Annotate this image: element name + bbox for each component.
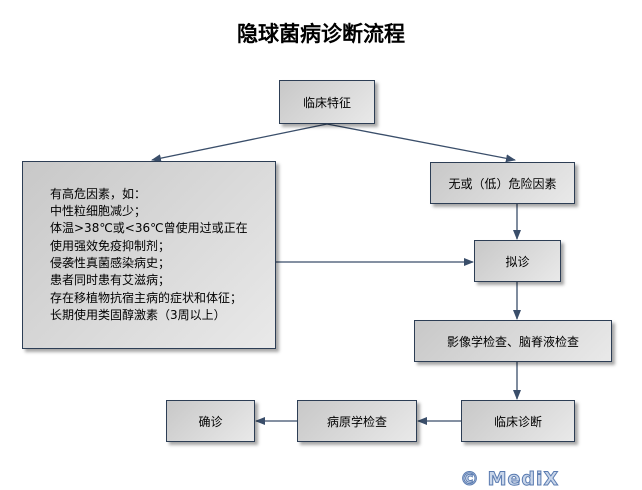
node-confirmed: 确诊 [166, 400, 255, 442]
node-suspected: 拟诊 [474, 240, 561, 282]
high-risk-line: 中性粒细胞减少； [50, 204, 147, 219]
diagram-title: 隐球菌病诊断流程 [237, 21, 405, 46]
node-label: 拟诊 [505, 254, 530, 269]
node-pathogen-exam: 病原学检查 [297, 400, 417, 442]
high-risk-line: 使用强效免疫抑制剂； [50, 238, 171, 253]
node-label: 病原学检查 [326, 414, 387, 429]
node-label: 无或（低）危险因素 [448, 176, 557, 191]
high-risk-line: 长期使用类固醇激素（3周以上） [50, 307, 226, 322]
node-imaging-csf: 影像学检查、脑脊液检查 [414, 320, 612, 362]
arrow-features-to-highrisk [151, 123, 328, 163]
high-risk-line: 存在移植物抗宿主病的症状和体征； [50, 290, 243, 305]
high-risk-line: 患者同时患有艾滋病； [50, 273, 171, 288]
high-risk-line: 侵袭性真菌感染病史； [50, 256, 171, 270]
arrow-features-to-lowrisk [326, 123, 516, 163]
node-high-risk-factors: 有高危因素，如： 中性粒细胞减少； 体温>38℃或<36℃曾使用过或正在 使用强… [22, 161, 276, 349]
high-risk-line: 有高危因素，如： [50, 186, 147, 201]
node-low-risk: 无或（低）危险因素 [430, 162, 575, 204]
node-label: 临床特征 [302, 95, 351, 110]
node-clinical-features: 临床特征 [279, 80, 375, 124]
node-label: 临床诊断 [493, 414, 542, 429]
node-clinical-diagnosis: 临床诊断 [461, 400, 575, 442]
medix-watermark: © MediX [459, 468, 560, 490]
node-label: 影像学检查、脑脊液检查 [446, 334, 579, 349]
node-label: 确诊 [198, 414, 223, 429]
high-risk-line: 体温>38℃或<36℃曾使用过或正在 [50, 221, 248, 236]
